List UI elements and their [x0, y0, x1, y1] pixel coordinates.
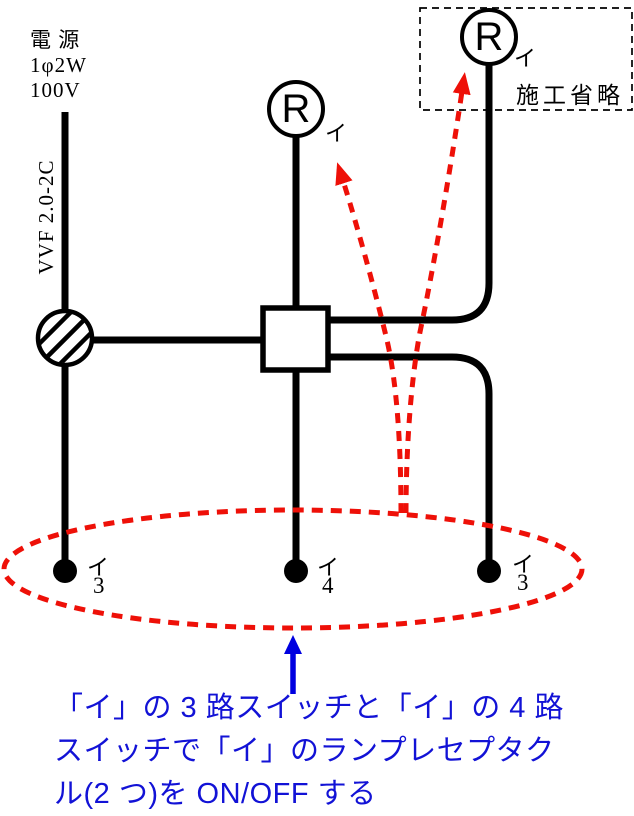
lamp-middle-branch: イ	[325, 121, 348, 146]
power-title: 電 源	[30, 28, 81, 52]
lamp-middle-letter: R	[281, 87, 311, 131]
switch1-branch: イ	[87, 555, 110, 580]
cable-type-label: VVF 2.0-2C	[34, 159, 58, 275]
switch3-ways: 3	[517, 570, 529, 595]
switch3-branch: イ	[512, 552, 535, 577]
annotation-pointer-arrow	[284, 635, 302, 694]
annotation-line2: スイッチで「イ」のランプレセプタク	[54, 735, 555, 767]
power-voltage: 100V	[30, 78, 81, 102]
switch-group-ellipse	[1, 507, 585, 631]
switch-3way-left-dot	[53, 559, 77, 583]
outlet-box-symbol	[260, 305, 331, 373]
wire-box-to-switch3	[328, 353, 493, 562]
arrow-to-omitted-lamp	[403, 72, 471, 514]
switch-4way-dot	[284, 559, 308, 583]
annotation-text: 「イ」の 3 路スイッチと「イ」の 4 路 スイッチで「イ」のランプレセプタク …	[54, 687, 564, 816]
lamp-receptacle-middle-symbol	[267, 80, 325, 138]
lamp-omitted-letter: R	[474, 15, 504, 59]
joint-box-symbol	[35, 308, 95, 368]
omission-label: 施工省略	[516, 83, 624, 108]
power-source-label: 電 源 1φ2W 100V	[30, 28, 87, 103]
switch1-ways: 3	[93, 573, 105, 598]
annotation-line3: ル(2 つ)を ON/OFF する	[54, 778, 377, 810]
lamp-receptacle-omitted-symbol	[460, 8, 518, 66]
arrow-to-middle-lamp	[335, 162, 404, 514]
annotation-line1: 「イ」の 3 路スイッチと「イ」の 4 路	[54, 692, 564, 724]
omission-area-box	[419, 7, 633, 111]
power-spec: 1φ2W	[30, 53, 87, 77]
switch2-branch: イ	[317, 555, 340, 580]
switch-3way-right-dot	[477, 559, 501, 583]
lamp-omitted-branch: イ	[514, 46, 537, 71]
wire-box-to-omitted-lamp	[328, 64, 493, 324]
wires	[61, 64, 493, 562]
switch2-ways: 4	[322, 573, 334, 598]
